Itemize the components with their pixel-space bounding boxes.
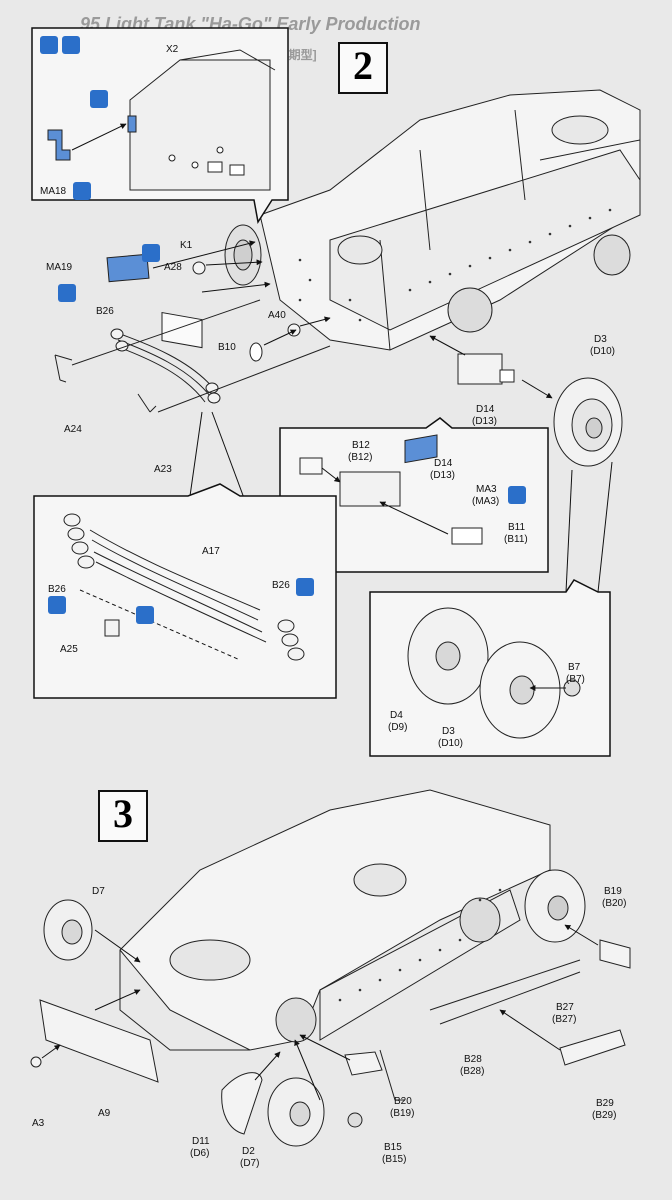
inset-detail-x2 <box>31 27 289 225</box>
water-slide-icon-2 <box>58 284 76 302</box>
step2-small-parts <box>106 240 331 362</box>
make-three-icon <box>48 596 66 614</box>
label-b7: B7 <box>568 662 581 673</box>
label-d9: (D9) <box>388 722 408 733</box>
hull-rivets-step2 <box>298 208 612 322</box>
label-b29-alt: (B29) <box>592 1110 617 1121</box>
label-b26-right: B26 <box>272 580 290 591</box>
label-b7-alt: (B7) <box>566 674 585 685</box>
step-number-3: 3 <box>98 790 148 842</box>
step-number-2: 2 <box>338 42 388 94</box>
water-slide-icon-3 <box>508 486 526 504</box>
hull-step2 <box>224 89 641 351</box>
option-icon <box>136 606 154 624</box>
inset-detail-d14 <box>279 417 549 573</box>
label-b29: B29 <box>596 1098 614 1109</box>
label-b26-left: B26 <box>48 584 66 595</box>
label-ma3: MA3 <box>476 484 497 495</box>
label-a17: A17 <box>202 546 220 557</box>
label-ma3-alt: (MA3) <box>472 496 500 507</box>
label-b20: B20 <box>394 1096 412 1107</box>
label-a28: A28 <box>164 262 182 273</box>
paint-icon <box>40 36 58 54</box>
label-k1: K1 <box>180 240 193 251</box>
photo-etch-icon <box>90 90 108 108</box>
label-d6: (D6) <box>190 1148 210 1159</box>
return-roller-d3 <box>429 335 623 467</box>
label-d2: D2 <box>242 1146 255 1157</box>
label-b11-alt: (B11) <box>504 534 528 545</box>
label-b19: B19 <box>604 886 622 897</box>
label-d3: D3 <box>594 334 607 345</box>
label-d4: D4 <box>390 710 403 721</box>
cement-icon-2 <box>142 244 160 262</box>
label-b15-alt: (B15) <box>382 1154 407 1165</box>
label-b27: B27 <box>556 1002 574 1013</box>
label-d14-inset: D14 <box>434 458 453 469</box>
label-b20-alt: (B20) <box>602 898 627 909</box>
label-b26: B26 <box>96 306 114 317</box>
make-three-icon-2 <box>296 578 314 596</box>
cement-icon <box>62 36 80 54</box>
label-d10-inset: (D10) <box>438 738 464 749</box>
label-d10: (D10) <box>590 346 616 357</box>
hull-step3 <box>119 789 586 1051</box>
label-a40: A40 <box>268 310 286 321</box>
label-b11: B11 <box>508 522 526 533</box>
label-x2: X2 <box>166 44 179 55</box>
label-a23: A23 <box>154 464 172 475</box>
label-a9: A9 <box>98 1108 111 1119</box>
water-slide-icon <box>73 182 91 200</box>
hull-rivets-step3 <box>338 888 502 1002</box>
label-d13-inset: (D13) <box>430 470 456 481</box>
label-b28-alt: (B28) <box>460 1066 485 1077</box>
inset-detail-a17 <box>33 483 337 699</box>
step3-parts <box>30 899 631 1147</box>
label-d14: D14 <box>476 404 495 415</box>
label-b12-alt: (B12) <box>348 452 373 463</box>
label-d13: (D13) <box>472 416 498 427</box>
label-b28: B28 <box>464 1054 482 1065</box>
label-d7: D7 <box>92 886 105 897</box>
label-b12: B12 <box>352 440 370 451</box>
label-b10: B10 <box>218 342 236 353</box>
label-d7-alt: (D7) <box>240 1158 260 1169</box>
label-a25: A25 <box>60 644 78 655</box>
label-ma19: MA19 <box>46 262 73 273</box>
label-ma18: MA18 <box>40 186 67 197</box>
label-b19-alt: (B19) <box>390 1108 415 1119</box>
label-b27-alt: (B27) <box>552 1014 577 1025</box>
label-d3-inset: D3 <box>442 726 455 737</box>
label-a3: A3 <box>32 1118 45 1129</box>
label-a24: A24 <box>64 424 82 435</box>
tow-cable-b26 <box>54 299 331 413</box>
inset-detail-wheels <box>369 461 613 757</box>
label-b15: B15 <box>384 1142 402 1153</box>
label-d11: D11 <box>192 1136 210 1147</box>
